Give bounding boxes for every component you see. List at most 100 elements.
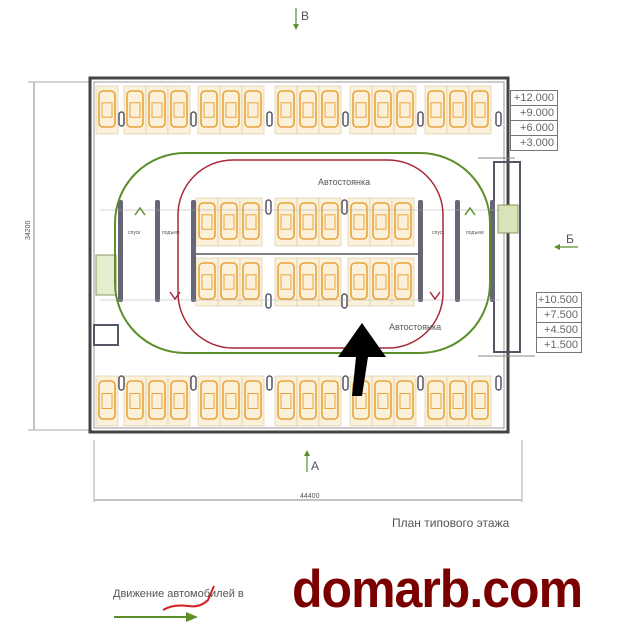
building-outline <box>88 76 510 434</box>
pointer-arrow-icon <box>338 323 386 396</box>
car-icon <box>170 90 188 128</box>
car-icon <box>222 90 240 128</box>
car-icon <box>220 262 238 300</box>
column <box>118 375 125 391</box>
elevation-value: +10.500 <box>537 293 581 308</box>
car-window <box>225 393 237 409</box>
parking-stall <box>318 257 342 307</box>
zone-label-top: Автостоянка <box>318 177 370 187</box>
car-window <box>280 274 292 290</box>
car-icon <box>277 380 295 420</box>
car-icon <box>374 90 392 128</box>
car-icon <box>396 380 414 420</box>
car-window <box>101 393 113 409</box>
column <box>190 375 197 391</box>
elevation-value: +3.000 <box>520 137 554 149</box>
car-window <box>353 214 365 230</box>
red-traffic-route <box>177 159 444 349</box>
car-window <box>375 274 387 290</box>
elevation-value: +4.500 <box>537 323 581 338</box>
car-icon <box>98 90 116 128</box>
car-icon <box>350 202 368 240</box>
car-icon <box>277 262 295 300</box>
car-window <box>173 393 185 409</box>
ramp-wall <box>418 200 423 302</box>
car-icon <box>242 202 260 240</box>
car-window <box>377 393 389 409</box>
parking-stall <box>239 257 263 307</box>
car-window <box>203 393 215 409</box>
plan-caption: План типового этажа <box>392 516 510 530</box>
car-window <box>452 102 464 118</box>
column <box>341 293 348 309</box>
car-window <box>203 102 215 118</box>
car-window <box>173 102 185 118</box>
car-icon <box>220 202 238 240</box>
elevation-value: +9.000 <box>511 106 557 121</box>
car-icon <box>394 202 412 240</box>
car-icon <box>277 202 295 240</box>
car-icon <box>148 380 166 420</box>
arrow-down-icon <box>169 291 181 301</box>
car-window <box>324 393 336 409</box>
elevations-right-table: +10.500 +7.500 +4.500 +1.500 <box>536 292 582 353</box>
car-window <box>302 274 314 290</box>
car-icon <box>244 380 262 420</box>
elevation-value: +1.500 <box>544 339 578 351</box>
elevation-value: +7.500 <box>537 308 581 323</box>
elevator <box>93 324 119 346</box>
column <box>495 111 502 127</box>
width-dimension-label: 44400 <box>300 493 320 500</box>
ramp-up-label: подъем <box>162 230 180 236</box>
car-window <box>430 393 442 409</box>
car-icon <box>299 262 317 300</box>
car-icon <box>396 90 414 128</box>
car-icon <box>394 262 412 300</box>
section-mark-right: Б <box>566 232 574 246</box>
height-dimension-label: 34200 <box>25 220 32 240</box>
column <box>265 293 272 309</box>
car-window <box>280 102 292 118</box>
car-window <box>151 393 163 409</box>
car-icon <box>126 90 144 128</box>
car-icon <box>321 90 339 128</box>
car-icon <box>126 380 144 420</box>
car-window <box>353 274 365 290</box>
car-icon <box>277 90 295 128</box>
section-mark-top: В <box>301 9 309 23</box>
car-window <box>201 214 213 230</box>
car-window <box>129 102 141 118</box>
elevation-value: +6.000 <box>511 121 557 136</box>
parking-stall <box>241 375 265 427</box>
arrow-down-icon <box>429 291 441 301</box>
car-icon <box>200 380 218 420</box>
car-icon <box>449 380 467 420</box>
column <box>266 375 273 391</box>
car-icon <box>372 202 390 240</box>
column <box>118 111 125 127</box>
car-window <box>377 102 389 118</box>
car-icon <box>372 262 390 300</box>
inner-wall <box>93 81 505 429</box>
legend-red-scribble <box>162 585 215 611</box>
car-window <box>151 102 163 118</box>
car-window <box>245 274 257 290</box>
parking-stall <box>167 85 191 135</box>
car-icon <box>299 202 317 240</box>
column <box>265 199 272 215</box>
car-window <box>375 214 387 230</box>
car-icon <box>242 262 260 300</box>
car-icon <box>321 262 339 300</box>
section-arrow-icon <box>304 450 310 456</box>
car-window <box>397 274 409 290</box>
ramp-wall <box>155 200 160 302</box>
column <box>495 375 502 391</box>
legend-arrowhead-icon <box>186 612 198 622</box>
car-window <box>223 214 235 230</box>
car-window <box>101 102 113 118</box>
parking-stall <box>468 85 492 135</box>
elevation-value: +12.000 <box>511 91 557 106</box>
car-icon <box>471 380 489 420</box>
car-icon <box>321 380 339 420</box>
parking-stall <box>468 375 492 427</box>
